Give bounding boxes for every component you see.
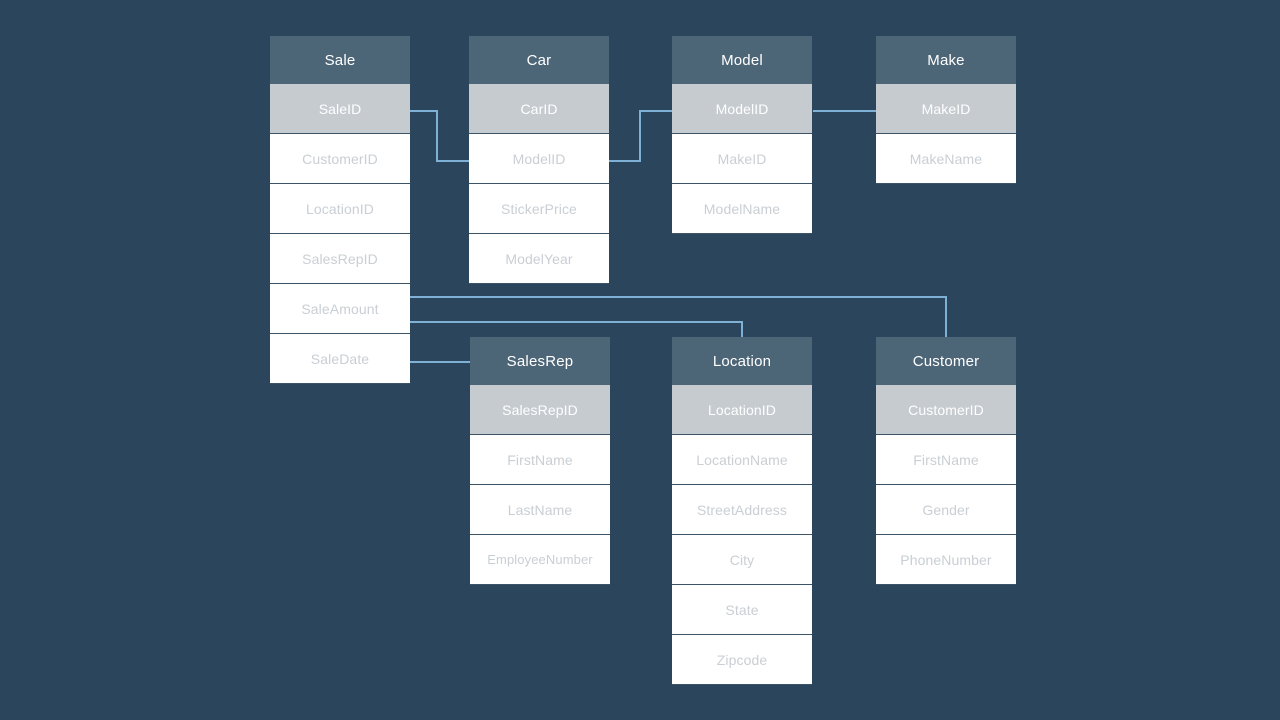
relationship-sale-to-customer — [410, 296, 947, 337]
entity-field[interactable]: SaleDate — [270, 334, 410, 384]
primary-key-field[interactable]: SalesRepID — [470, 385, 610, 435]
primary-key-field[interactable]: SaleID — [270, 84, 410, 134]
entity-field[interactable]: LastName — [470, 485, 610, 535]
primary-key-field[interactable]: MakeID — [876, 84, 1016, 134]
entity-title: Model — [672, 36, 812, 84]
entity-field[interactable]: LocationName — [672, 435, 812, 485]
entity-field[interactable]: StickerPrice — [469, 184, 609, 234]
entity-field[interactable]: ModelName — [672, 184, 812, 234]
relationship-sale-to-location — [410, 321, 743, 337]
entity-title: Customer — [876, 337, 1016, 385]
entity-field[interactable]: StreetAddress — [672, 485, 812, 535]
entity-field[interactable]: MakeID — [672, 134, 812, 184]
entity-field[interactable]: ModelYear — [469, 234, 609, 284]
entity-field[interactable]: ModelID — [469, 134, 609, 184]
entity-field[interactable]: LocationID — [270, 184, 410, 234]
entity-title: SalesRep — [470, 337, 610, 385]
entity-field[interactable]: State — [672, 585, 812, 635]
primary-key-field[interactable]: LocationID — [672, 385, 812, 435]
entity-field[interactable]: SaleAmount — [270, 284, 410, 334]
relationship-car-to-model — [609, 110, 672, 162]
entity-title: Car — [469, 36, 609, 84]
entity-field[interactable]: CustomerID — [270, 134, 410, 184]
relationship-sale-to-car — [410, 110, 469, 162]
entity-field[interactable]: PhoneNumber — [876, 535, 1016, 585]
entity-field[interactable]: FirstName — [470, 435, 610, 485]
entity-title: Sale — [270, 36, 410, 84]
entity-field[interactable]: FirstName — [876, 435, 1016, 485]
entity-field[interactable]: SalesRepID — [270, 234, 410, 284]
entity-field[interactable]: EmployeeNumber — [470, 535, 610, 585]
primary-key-field[interactable]: CustomerID — [876, 385, 1016, 435]
entity-field[interactable]: Gender — [876, 485, 1016, 535]
primary-key-field[interactable]: ModelID — [672, 84, 812, 134]
entity-field[interactable]: Zipcode — [672, 635, 812, 685]
primary-key-field[interactable]: CarID — [469, 84, 609, 134]
entity-field[interactable]: MakeName — [876, 134, 1016, 184]
entity-title: Location — [672, 337, 812, 385]
entity-title: Make — [876, 36, 1016, 84]
entity-field[interactable]: City — [672, 535, 812, 585]
